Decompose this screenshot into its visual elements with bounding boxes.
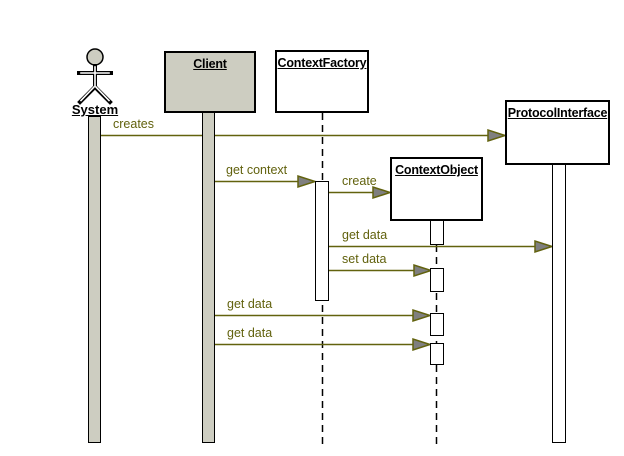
participant-box-client: Client bbox=[164, 51, 256, 113]
activation-contextobject-2 bbox=[430, 268, 444, 292]
participant-box-contextfactory: ContextFactory bbox=[275, 50, 369, 113]
activation-contextfactory bbox=[315, 181, 329, 301]
participant-label-contextfactory: ContextFactory bbox=[277, 56, 367, 70]
activation-client bbox=[202, 112, 215, 443]
activation-contextobject-1 bbox=[430, 220, 444, 245]
activation-protocolinterface bbox=[552, 164, 566, 443]
participant-label-protocolinterface: ProtocolInterface bbox=[507, 106, 608, 120]
participant-label-contextobject: ContextObject bbox=[395, 163, 478, 177]
participant-label-system: System bbox=[71, 102, 119, 117]
message-label-creates: creates bbox=[113, 117, 154, 131]
participant-box-protocolinterface: ProtocolInterface bbox=[505, 100, 610, 165]
message-arrow-get-data-2 bbox=[215, 337, 433, 352]
message-label-set-data: set data bbox=[342, 252, 387, 266]
activation-contextobject-3 bbox=[430, 313, 444, 336]
message-label-get-data-1: get data bbox=[227, 297, 273, 311]
participant-label-client: Client bbox=[193, 57, 227, 71]
message-arrow-get-context bbox=[215, 174, 318, 189]
activation-contextobject-4 bbox=[430, 343, 444, 365]
message-label-get-context: get context bbox=[226, 163, 288, 177]
message-arrow-create bbox=[329, 185, 393, 200]
activation-system bbox=[88, 116, 101, 443]
message-arrow-get-data-1 bbox=[215, 308, 433, 323]
message-arrow-get-data-protocol bbox=[329, 239, 555, 254]
participant-box-contextobject: ContextObject bbox=[390, 157, 483, 221]
message-arrow-set-data bbox=[329, 263, 434, 278]
actor-icon bbox=[77, 48, 113, 105]
message-arrow-creates bbox=[100, 128, 508, 143]
message-label-create: create bbox=[342, 174, 377, 188]
message-label-get-data-long: get data bbox=[342, 228, 388, 242]
message-label-get-data-2: get data bbox=[227, 326, 273, 340]
